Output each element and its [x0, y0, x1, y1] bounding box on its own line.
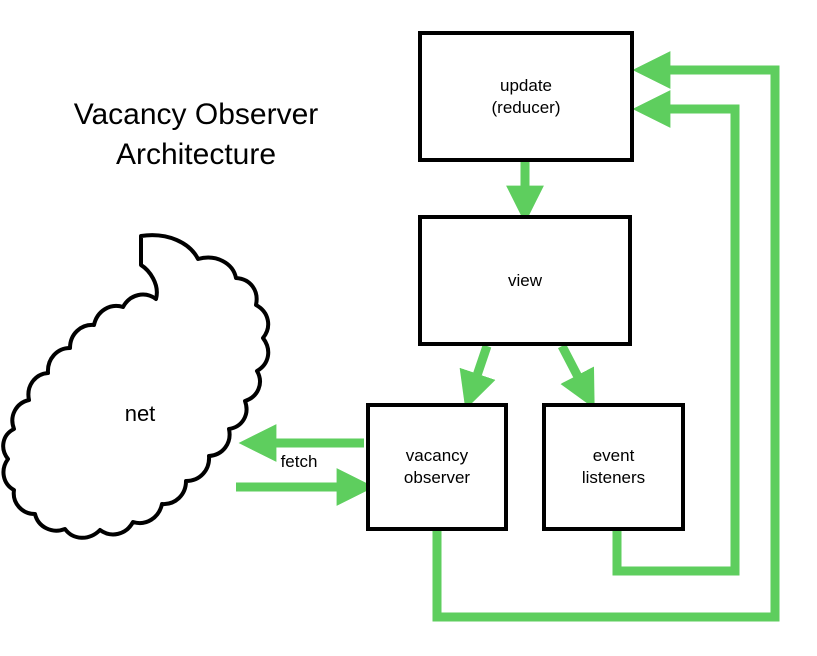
edge-view-to-event-listeners [558, 343, 595, 409]
node-update-reducer[interactable]: update (reducer) [418, 31, 634, 162]
edge-event-listeners-to-update [612, 90, 740, 576]
node-vacancy-observer[interactable]: vacancy observer [366, 403, 508, 531]
edge-vacancy-observer-to-update [432, 51, 780, 622]
edge-view-to-vacancy-observer [459, 344, 496, 410]
fetch-edge-label: fetch [280, 452, 318, 471]
net-node-label: net [124, 401, 156, 426]
node-view[interactable]: view [418, 215, 632, 346]
diagram-title: Vacancy Observer Architecture [73, 98, 319, 171]
net-cloud-shape [1, 233, 271, 540]
node-event-listeners[interactable]: event listeners [542, 403, 685, 531]
